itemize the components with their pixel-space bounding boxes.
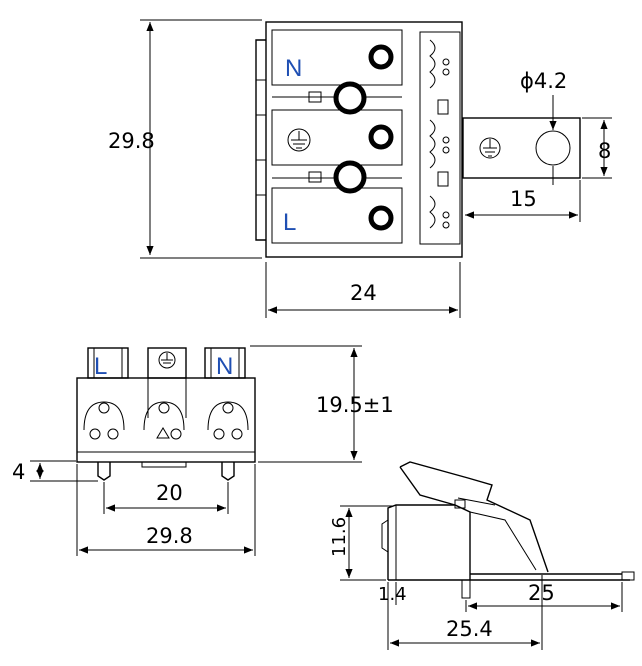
top-left-step	[255, 39, 266, 241]
dim-top-width: 24	[350, 281, 377, 305]
marking-neutral: N	[285, 55, 302, 82]
lever	[399, 461, 549, 573]
wire-hole	[368, 44, 394, 70]
pin-right	[221, 462, 235, 481]
front-body	[76, 377, 256, 463]
dim-front-height: 19.5±1	[316, 393, 394, 417]
wire-hole	[368, 205, 394, 231]
dim-side-height: 11.6	[329, 517, 350, 557]
side-body	[387, 504, 471, 580]
dim-side-length: 25.4	[446, 617, 493, 641]
release-button	[333, 160, 367, 194]
clamp-springs	[429, 39, 450, 229]
dim-tab-height: 8	[598, 139, 611, 163]
top-body-outline	[265, 21, 463, 258]
dim-pin-spacing: 20	[156, 481, 183, 505]
pin-left	[97, 462, 111, 481]
front-marking-line: L	[94, 353, 107, 380]
dim-side-tab-length: 25	[528, 581, 555, 605]
front-earth-symbol	[158, 351, 176, 369]
dim-front-width: 29.8	[146, 524, 193, 548]
earth-tab	[462, 117, 581, 179]
dim-hole-diameter: ϕ4.2	[520, 69, 567, 93]
wire-hole	[368, 124, 394, 150]
dim-top-height: 29.8	[108, 129, 155, 153]
top-view: N L 29.8 24 ϕ4.2 8 1	[108, 19, 612, 318]
dim-tab-length: 15	[510, 187, 537, 211]
dim-small-offset: 1.4	[378, 584, 407, 605]
front-view: L N 19.5±1	[12, 345, 394, 556]
earth-symbol	[287, 128, 311, 152]
front-marking-neutral: N	[216, 353, 233, 380]
dim-pin-length: 4	[12, 460, 25, 484]
release-button	[333, 81, 367, 115]
tab-earth-symbol	[479, 137, 501, 159]
side-view: 11.6 1.4 25 25.4	[329, 461, 635, 650]
marking-line: L	[283, 209, 296, 236]
